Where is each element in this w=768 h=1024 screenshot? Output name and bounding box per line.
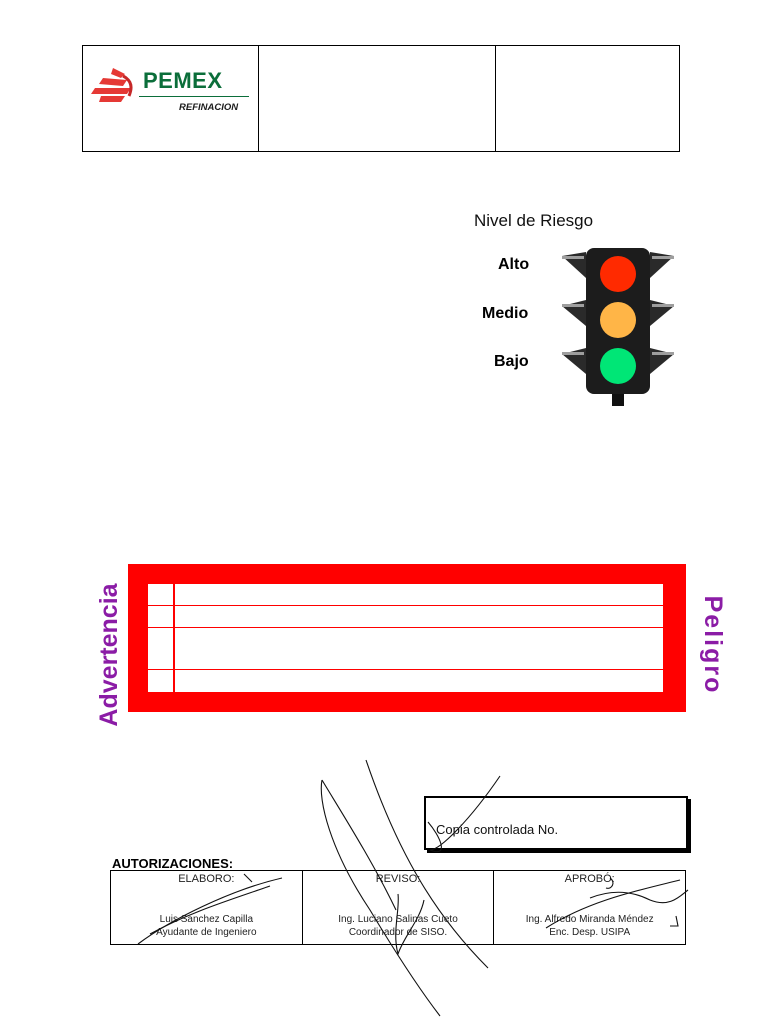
amber-light <box>600 302 636 338</box>
warning-table <box>148 584 663 692</box>
controlled-copy-label: Copia controlada No. <box>436 822 559 837</box>
risk-level-medium: Medio <box>482 305 529 322</box>
authorization-name: Ing. Alfredo Miranda Méndez <box>525 914 654 925</box>
authorization-name: Luis Sanchez Capilla <box>159 914 254 925</box>
traffic-light-icon <box>562 248 674 406</box>
risk-level-low: Bajo <box>494 353 529 370</box>
risk-level-title: Nivel de Riesgo <box>474 211 594 230</box>
header-code-cell <box>496 46 679 151</box>
risk-level-high: Alto <box>498 256 530 273</box>
danger-label: Peligro <box>699 595 728 695</box>
logo-divider <box>139 96 249 97</box>
authorization-heading: ELABORO: <box>178 873 235 885</box>
warning-row-line <box>148 605 663 606</box>
green-light <box>600 348 636 384</box>
authorizations-table: ELABORO: Luis Sanchez Capilla Ayudante d… <box>110 870 686 945</box>
authorization-aprobo: APROBÓ: Ing. Alfredo Miranda Méndez Enc.… <box>494 871 685 944</box>
logo-subtitle: REFINACION <box>179 102 239 113</box>
logo-brand-text: PEMEX <box>143 68 223 93</box>
authorizations-title: AUTORIZACIONES: <box>112 856 234 871</box>
red-light <box>600 256 636 292</box>
warning-table-divider <box>173 584 175 692</box>
authorization-heading: REVISO: <box>375 873 421 885</box>
authorization-name: Ing. Luciano Salinas Cueto <box>338 914 458 925</box>
authorization-reviso: REVISO: Ing. Luciano Salinas Cueto Coord… <box>303 871 495 944</box>
header-table: PEMEX REFINACION <box>82 45 680 152</box>
authorization-heading: APROBÓ: <box>564 873 615 885</box>
authorization-role: Enc. Desp. USIPA <box>549 927 631 938</box>
warning-label: Advertencia <box>94 583 123 727</box>
header-title-cell <box>259 46 496 151</box>
authorization-role: Coordinador de SISO. <box>348 927 448 938</box>
authorization-role: Ayudante de Ingeniero <box>156 927 257 938</box>
warning-row-line <box>148 669 663 670</box>
logo-cell: PEMEX REFINACION <box>83 46 259 151</box>
pemex-logo: PEMEX REFINACION <box>91 64 251 119</box>
authorization-elaboro: ELABORO: Luis Sanchez Capilla Ayudante d… <box>111 871 303 944</box>
eagle-logo-icon <box>91 68 133 102</box>
warning-row-line <box>148 627 663 628</box>
